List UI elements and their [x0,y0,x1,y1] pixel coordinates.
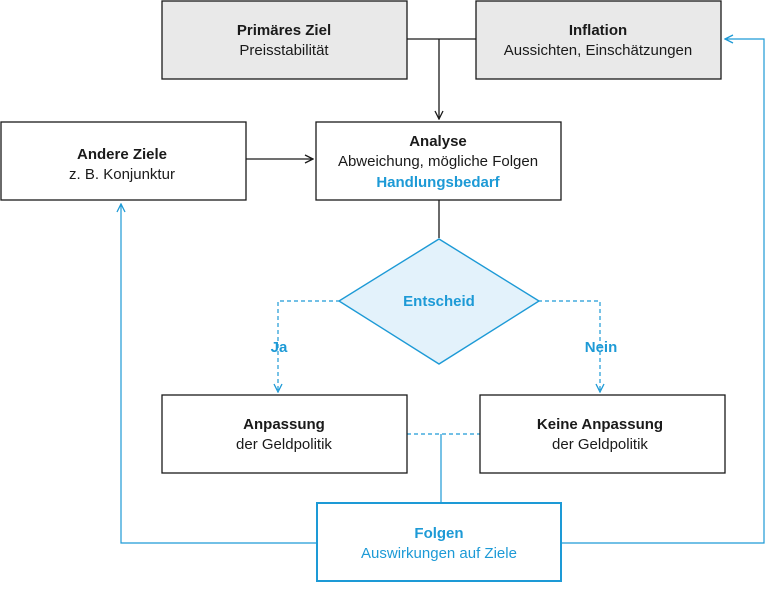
adjust-title: Anpassung [243,416,325,433]
node-consequences: Folgen Auswirkungen auf Ziele [316,502,562,582]
connectors [121,39,765,544]
feedback-to-other-goals [121,204,317,544]
arrow-yes-branch [278,300,340,392]
no-adjust-title: Keine Anpassung [537,416,663,433]
no-adjust-subtitle: der Geldpolitik [552,436,648,453]
node-other-goals: Andere Ziele z. B. Konjunktur [0,121,247,201]
node-adjust: Anpassung der Geldpolitik [161,394,408,474]
node-decision: Entscheid [337,238,541,365]
node-primary-goal: Primäres Ziel Preisstabilität [161,0,408,80]
consequences-title: Folgen [414,525,463,542]
node-analysis: Analyse Abweichung, mögliche Folgen Hand… [315,121,562,201]
analysis-title: Analyse [409,133,467,150]
yes-label: Ja [271,339,288,356]
arrow-no-branch [538,300,600,392]
node-inflation: Inflation Aussichten, Einschätzungen [475,0,722,80]
primary-goal-title: Primäres Ziel [237,22,331,39]
analysis-highlight: Handlungsbedarf [376,174,500,191]
decision-title: Entscheid [403,293,475,310]
no-label: Nein [585,339,618,356]
inflation-subtitle: Aussichten, Einschätzungen [504,42,692,59]
adjust-subtitle: der Geldpolitik [236,436,332,453]
other-goals-subtitle: z. B. Konjunktur [69,166,175,183]
inflation-title: Inflation [569,22,627,39]
feedback-to-inflation [561,39,765,544]
consequences-subtitle: Auswirkungen auf Ziele [361,545,517,562]
analysis-subtitle: Abweichung, mögliche Folgen [338,153,538,170]
node-no-adjust: Keine Anpassung der Geldpolitik [479,394,726,474]
other-goals-title: Andere Ziele [77,146,167,163]
primary-goal-subtitle: Preisstabilität [239,42,329,59]
